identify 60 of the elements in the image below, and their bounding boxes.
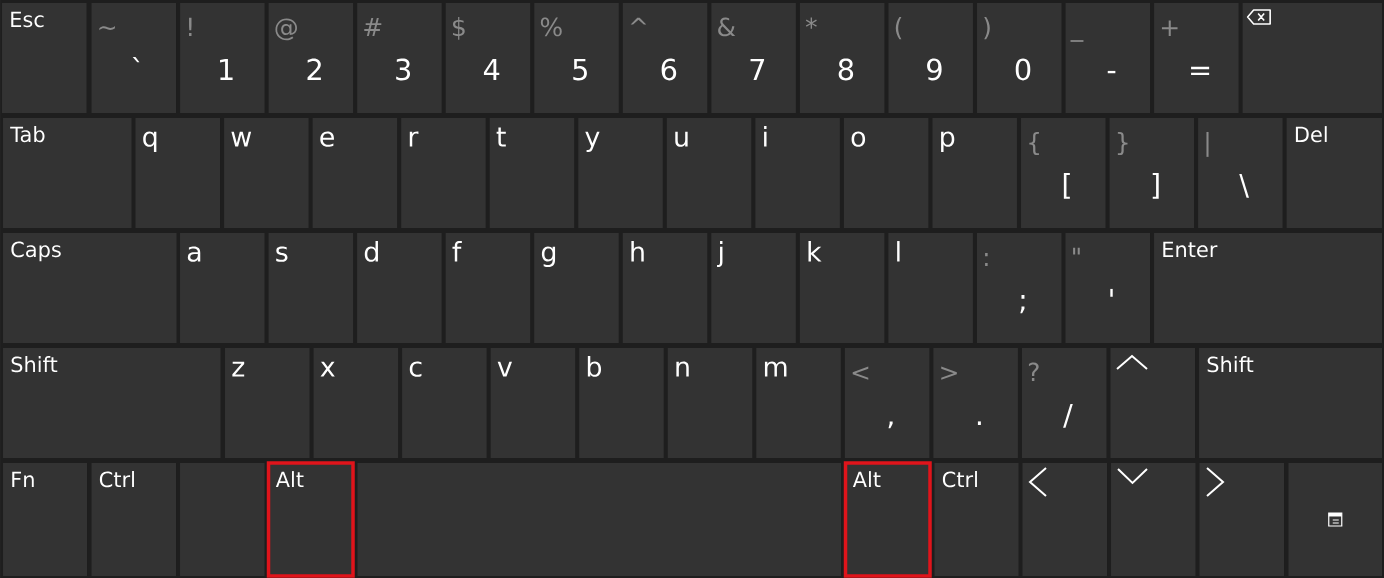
key: { [	[1021, 118, 1106, 228]
key: Ctrl	[934, 463, 1019, 576]
key: ~ `	[91, 3, 176, 113]
key: z	[225, 348, 310, 458]
key: _ -	[1065, 3, 1151, 113]
key: g	[534, 233, 619, 343]
key: Shift	[1199, 348, 1382, 458]
key: ? /	[1021, 348, 1107, 458]
key: p	[932, 118, 1017, 228]
key: e	[312, 118, 398, 228]
key: a	[180, 233, 265, 343]
key: r	[401, 118, 486, 228]
key: k	[799, 233, 885, 343]
key: b	[579, 348, 664, 458]
key: t	[489, 118, 575, 228]
key: Alt	[266, 461, 355, 578]
key: * 8	[799, 3, 885, 113]
key: : ;	[976, 233, 1062, 343]
key: Caps	[3, 233, 177, 343]
key: m	[756, 348, 841, 458]
key: @ 2	[268, 3, 354, 113]
key: $ 4	[445, 3, 531, 113]
key: s	[268, 233, 354, 343]
key: ( 9	[888, 3, 973, 113]
key: i	[755, 118, 840, 228]
key: ) 0	[977, 3, 1062, 113]
key: n	[667, 348, 753, 458]
key: x	[313, 348, 399, 458]
key: f	[445, 233, 531, 343]
key: Enter	[1154, 233, 1382, 343]
key: y	[578, 118, 663, 228]
key: o	[843, 118, 929, 228]
key: # 3	[357, 3, 442, 113]
key: Del	[1286, 118, 1382, 228]
key: } ]	[1109, 118, 1195, 228]
key: < ,	[844, 348, 930, 458]
key: % 5	[534, 3, 619, 113]
key: c	[402, 348, 487, 458]
key: w	[224, 118, 309, 228]
key: " '	[1065, 233, 1150, 343]
key: u	[666, 118, 752, 228]
key	[180, 463, 265, 576]
key: q	[135, 118, 220, 228]
key: ^ 6	[622, 3, 708, 113]
key: + =	[1154, 3, 1239, 113]
key: Esc	[2, 3, 87, 113]
key: h	[622, 233, 708, 343]
key: Ctrl	[91, 463, 176, 576]
key: Alt	[843, 461, 932, 578]
key: Fn	[3, 463, 87, 576]
key: Shift	[3, 348, 221, 458]
key: Tab	[3, 118, 132, 228]
key: > .	[933, 348, 1018, 458]
key: | \	[1198, 118, 1283, 228]
key: j	[711, 233, 796, 343]
key: ! 1	[180, 3, 265, 113]
key: l	[888, 233, 973, 343]
key: d	[357, 233, 442, 343]
key: & 7	[711, 3, 796, 113]
key: v	[490, 348, 576, 458]
